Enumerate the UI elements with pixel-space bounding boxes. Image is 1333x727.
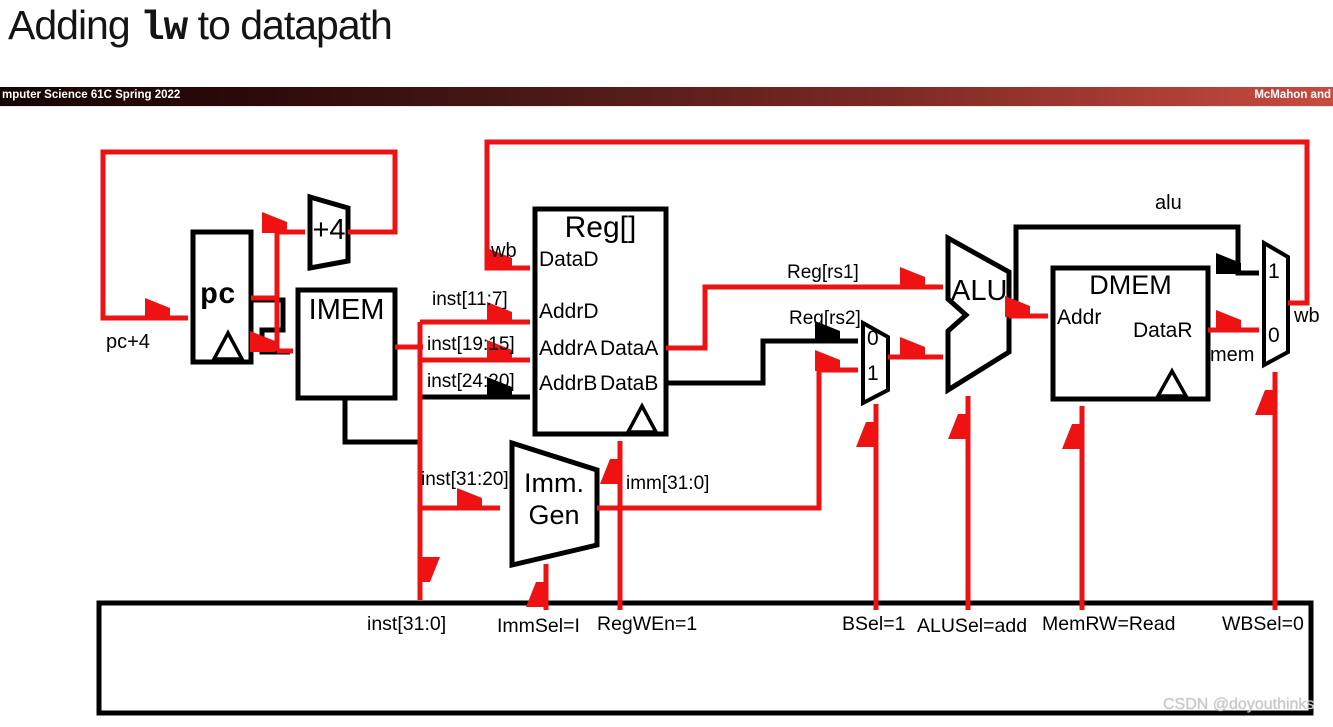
wire-alu-bypass: [1013, 224, 1259, 316]
control-logic-box: [96, 600, 1314, 716]
regfile-port-addrB: AddrB: [539, 372, 598, 395]
immgen-label-line1: Imm.: [524, 468, 584, 498]
wbsel-mux-input1-label: 1: [1268, 260, 1280, 283]
title-prefix: Adding: [8, 2, 141, 48]
title-code-lw: lw: [140, 6, 188, 52]
wire-label-inst-31-20: inst[31:20]: [421, 469, 509, 490]
wbsel-mux-input0-label: 0: [1268, 324, 1280, 347]
wire-pc-to-imem-black: [251, 297, 290, 355]
banner-author-text: McMahon and: [1254, 89, 1331, 101]
wire-label-inst-11-7: inst[11:7]: [432, 289, 508, 310]
imem-block: [295, 287, 398, 401]
pc-block-label: pc: [200, 279, 237, 313]
control-label-memrw: MemRW=Read: [1042, 613, 1176, 635]
regfile-port-addrD: AddrD: [539, 300, 599, 323]
wire-label-imm-31-0: imm[31:0]: [626, 473, 710, 494]
regfile-port-addrA: AddrA: [539, 337, 598, 360]
bsel-mux-input1-label: 1: [867, 362, 879, 385]
wire-reg-rs1: [666, 287, 943, 351]
regfile-block: [532, 206, 669, 437]
dmem-clock-icon: [1155, 367, 1189, 398]
pc-register-block: [190, 229, 254, 365]
alu-block-label: ALU: [951, 275, 1008, 307]
wire-label-reg-rs1: Reg[rs1]: [787, 262, 859, 283]
regfile-port-dataA: DataA: [600, 337, 659, 360]
dmem-port-addr: Addr: [1057, 306, 1102, 329]
control-label-immsel: ImmSel=I: [497, 615, 580, 637]
wire-label-alu: alu: [1155, 192, 1182, 214]
regfile-clock-icon: [625, 402, 659, 434]
immgen-block: [509, 439, 600, 569]
wire-imm-out: [597, 370, 858, 511]
dmem-block-label: DMEM: [1089, 270, 1172, 300]
plus4-block-label: +4: [312, 214, 346, 246]
course-banner: mputer Science 61C Spring 2022 McMahon a…: [0, 87, 1333, 107]
wire-imem-bottom: [342, 398, 420, 445]
regfile-port-dataB: DataB: [600, 372, 659, 395]
banner-course-text: mputer Science 61C Spring 2022: [2, 89, 181, 101]
alu-block: [945, 233, 1012, 395]
pc-clock-icon: [211, 329, 245, 361]
wire-label-reg-rs2: Reg[rs2]: [789, 308, 861, 329]
wire-label-inst-19-15: inst[19:15]: [427, 334, 515, 355]
wbsel-mux: [1262, 239, 1290, 369]
control-label-regwen: RegWEn=1: [597, 613, 698, 635]
wire-dataB-to-mux0: [666, 341, 858, 386]
control-label-inst: inst[31:0]: [367, 613, 447, 635]
dmem-block: [1050, 265, 1211, 402]
immgen-label-line2: Gen: [528, 500, 580, 530]
control-label-alusel: ALUSel=add: [917, 615, 1028, 637]
page-title: Adding lw to datapath: [8, 2, 393, 52]
wire-label-inst-24-20: inst[24:20]: [427, 371, 515, 392]
imem-block-label: IMEM: [308, 294, 385, 326]
wire-wb-feedback: [484, 139, 1310, 306]
dmem-port-dataR: DataR: [1133, 319, 1193, 342]
regfile-port-dataD: DataD: [539, 248, 599, 271]
control-label-wbsel: WBSel=0: [1222, 613, 1304, 635]
control-label-bsel: BSel=1: [842, 613, 906, 635]
wire-label-wb-dataD: wb: [491, 240, 517, 262]
wire-label-wb-out: wb: [1294, 305, 1320, 327]
title-suffix: to datapath: [187, 2, 393, 48]
bsel-mux: [861, 319, 890, 407]
wire-pc-plus4-loop: [100, 149, 398, 321]
regfile-block-label: Reg[]: [564, 211, 637, 244]
plus4-adder-block: [307, 193, 351, 272]
watermark: CSDN @doyouthinks: [1163, 696, 1315, 713]
wire-label-pc-plus4: pc+4: [106, 331, 150, 353]
bsel-mux-input0-label: 0: [867, 327, 879, 350]
wire-label-mem: mem: [1210, 344, 1255, 366]
